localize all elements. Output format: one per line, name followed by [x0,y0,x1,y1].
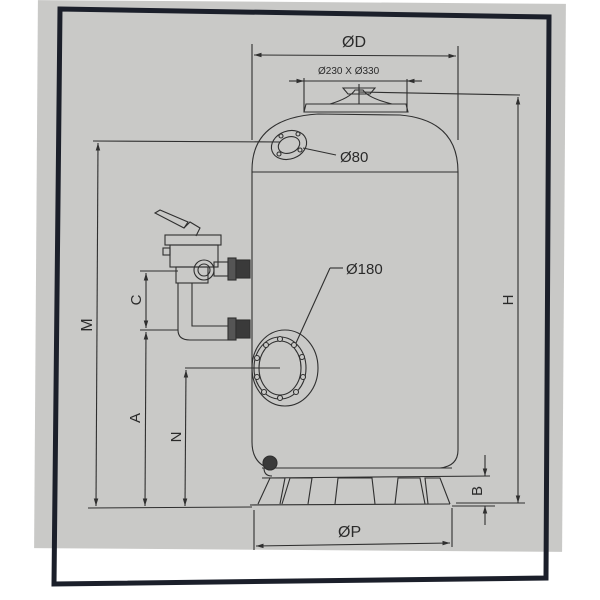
multiport-valve [153,209,232,341]
drawing-frame [51,6,552,587]
manhole-flange [185,267,343,407]
dimension-N [182,369,189,507]
drain-plug [262,455,278,477]
dimension-D [251,44,459,140]
dimension-top-opening [289,78,422,112]
label-height-C: C [128,294,145,305]
dimension-H [456,97,525,504]
dimension-C-A [140,270,178,507]
air-port [270,129,337,161]
label-diameter-D: ØD [342,34,366,51]
label-port-80: Ø80 [340,149,368,166]
base-stand [249,475,491,506]
label-height-A: A [127,413,144,423]
dimension-M [87,140,281,509]
dimension-B [452,455,495,525]
tank-body [251,113,459,469]
top-lid [303,84,521,113]
label-height-H: H [500,295,517,306]
dimension-P [253,508,453,550]
label-base-B: B [469,486,486,496]
label-manhole-180: Ø180 [346,261,383,278]
outlet-union [227,317,251,341]
label-base-P: ØP [338,524,361,541]
label-height-N: N [168,432,185,443]
label-height-M: M [79,318,96,331]
label-top-opening: Ø230 X Ø330 [318,66,380,77]
inlet-union [227,257,251,281]
